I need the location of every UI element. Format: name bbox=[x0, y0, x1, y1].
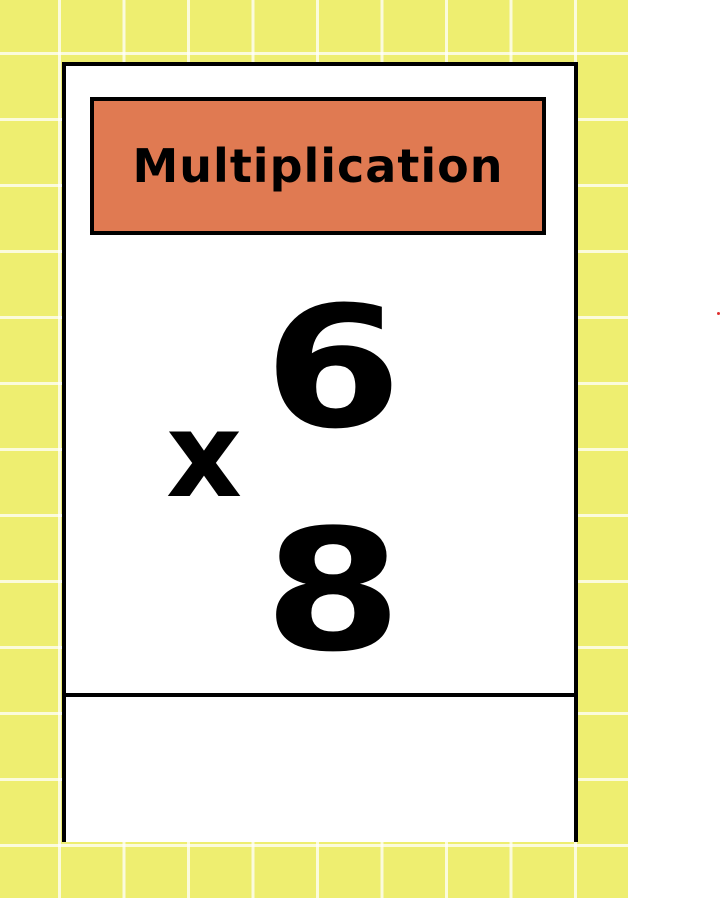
red-dot bbox=[717, 312, 720, 315]
title-banner: Multiplication bbox=[90, 97, 546, 235]
card-title: Multiplication bbox=[132, 139, 504, 193]
bottom-number: 8 bbox=[264, 493, 402, 689]
answer-area[interactable] bbox=[66, 693, 574, 842]
flash-card: Multiplication 6 x 8 bbox=[62, 62, 578, 842]
top-number: 6 bbox=[264, 270, 402, 466]
multiplication-operator: x bbox=[165, 386, 243, 524]
